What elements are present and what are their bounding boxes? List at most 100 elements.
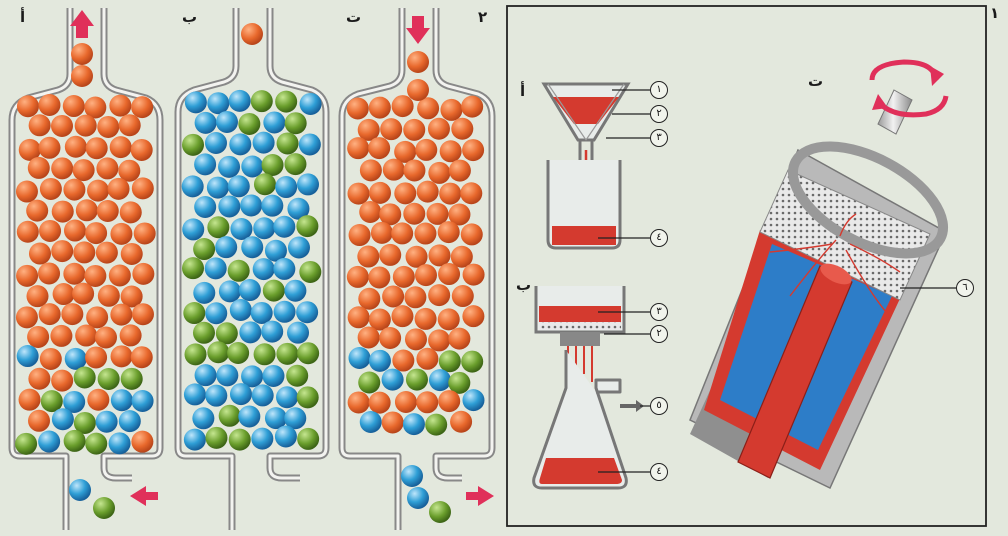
bead [448, 328, 470, 350]
bead [17, 221, 39, 243]
bead [131, 139, 153, 161]
bead [251, 90, 273, 112]
bead [121, 243, 143, 265]
bead [218, 195, 240, 217]
bead [108, 178, 130, 200]
bead [132, 177, 154, 199]
bead [193, 282, 215, 304]
bead [15, 433, 37, 455]
bead [416, 348, 438, 370]
bead [182, 175, 204, 197]
bead [395, 391, 417, 413]
bead [392, 350, 414, 372]
bead [27, 326, 49, 348]
bead [184, 429, 206, 451]
bead [407, 79, 429, 101]
bead [184, 383, 206, 405]
bead [110, 136, 132, 158]
bead [109, 264, 131, 286]
vacuum-filtration [534, 286, 644, 488]
bead [40, 178, 62, 200]
bead [382, 285, 404, 307]
bead [183, 302, 205, 324]
bead [394, 182, 416, 204]
bead [277, 132, 299, 154]
bead [193, 238, 215, 260]
bead [393, 266, 415, 288]
bead [438, 308, 460, 330]
funnel-filtration [544, 84, 628, 248]
bead [19, 389, 41, 411]
bead [85, 346, 107, 368]
bead [52, 201, 74, 223]
bead [40, 348, 62, 370]
bead [228, 175, 250, 197]
bead [462, 139, 484, 161]
bead [297, 386, 319, 408]
bead [380, 118, 402, 140]
column-a [12, 8, 160, 530]
bead [251, 302, 273, 324]
bead [16, 181, 38, 203]
bead [39, 220, 61, 242]
bead [449, 160, 471, 182]
bead [238, 406, 260, 428]
bead [369, 182, 391, 204]
bead [63, 263, 85, 285]
column-b [178, 8, 326, 530]
bead [300, 93, 322, 115]
bead [69, 479, 91, 501]
bead [284, 153, 306, 175]
bead [119, 114, 141, 136]
bead [404, 286, 426, 308]
bead [207, 216, 229, 238]
bead [131, 431, 153, 453]
bead [263, 111, 285, 133]
bead [261, 321, 283, 343]
bead [379, 327, 401, 349]
bead [74, 366, 96, 388]
bead [369, 392, 391, 414]
bead [241, 236, 263, 258]
column-t-label: ت [346, 8, 361, 26]
bead [53, 283, 75, 305]
bead [262, 154, 284, 176]
bead [391, 222, 413, 244]
bead [121, 368, 143, 390]
bead [415, 139, 437, 161]
bead [216, 364, 238, 386]
bead [61, 303, 83, 325]
bead [358, 327, 380, 349]
bead [297, 428, 319, 450]
bead [85, 222, 107, 244]
figure-number: ١ [990, 4, 999, 22]
bead [26, 200, 48, 222]
bead [205, 257, 227, 279]
bead [75, 325, 97, 347]
callout-1: ١ [650, 81, 668, 99]
bead [71, 43, 93, 65]
rotation-arrow-icon [872, 62, 936, 80]
bead [215, 236, 237, 258]
bead [111, 389, 133, 411]
bead [132, 263, 154, 285]
bead [263, 280, 285, 302]
bead [87, 389, 109, 411]
bead [73, 241, 95, 263]
bead [219, 280, 241, 302]
bead [241, 155, 263, 177]
bead [403, 160, 425, 182]
column-a-label: أ [20, 8, 25, 26]
bead [368, 137, 390, 159]
bead [297, 342, 319, 364]
bead [429, 501, 451, 523]
part-two-label: ٢ [478, 8, 487, 26]
bead [87, 180, 109, 202]
callout-2: ٢ [650, 105, 668, 123]
bead [450, 411, 472, 433]
beaker-liquid [552, 226, 616, 245]
bead [51, 370, 73, 392]
bead [109, 95, 131, 117]
bead [284, 280, 306, 302]
bead [205, 132, 227, 154]
